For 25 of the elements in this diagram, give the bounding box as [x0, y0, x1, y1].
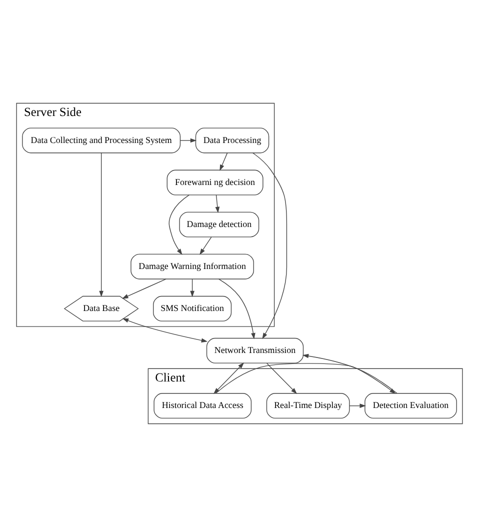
node-box: SMS Notification: [153, 296, 232, 322]
node-box: Data Processing: [195, 128, 270, 154]
arrow: [180, 138, 197, 143]
arrow: [122, 278, 166, 299]
arrow: [349, 404, 366, 408]
node-box: Damage Warning Information: [130, 254, 254, 280]
arrow: [302, 354, 398, 394]
arrow: [266, 362, 298, 394]
node-box: Historical Data Access: [154, 393, 252, 419]
node-box: Forewarni ng decision: [166, 170, 264, 196]
arrow: [200, 236, 212, 255]
arrow: [99, 152, 104, 298]
arrow: [220, 152, 228, 171]
node-box: Damage detection: [179, 212, 260, 238]
arrow: [190, 278, 194, 298]
arrow: [218, 278, 256, 340]
node-box: Real-Time Display: [266, 393, 350, 419]
arrow: [122, 318, 208, 342]
node-box: Detection Evaluation: [364, 393, 457, 419]
node-box: Data Collecting and Processing System: [22, 128, 181, 154]
arrow: [214, 362, 244, 394]
arrow: [215, 363, 396, 394]
arrow: [252, 152, 288, 340]
node-box: Network Transmission: [206, 338, 304, 364]
arrow: [215, 194, 220, 214]
